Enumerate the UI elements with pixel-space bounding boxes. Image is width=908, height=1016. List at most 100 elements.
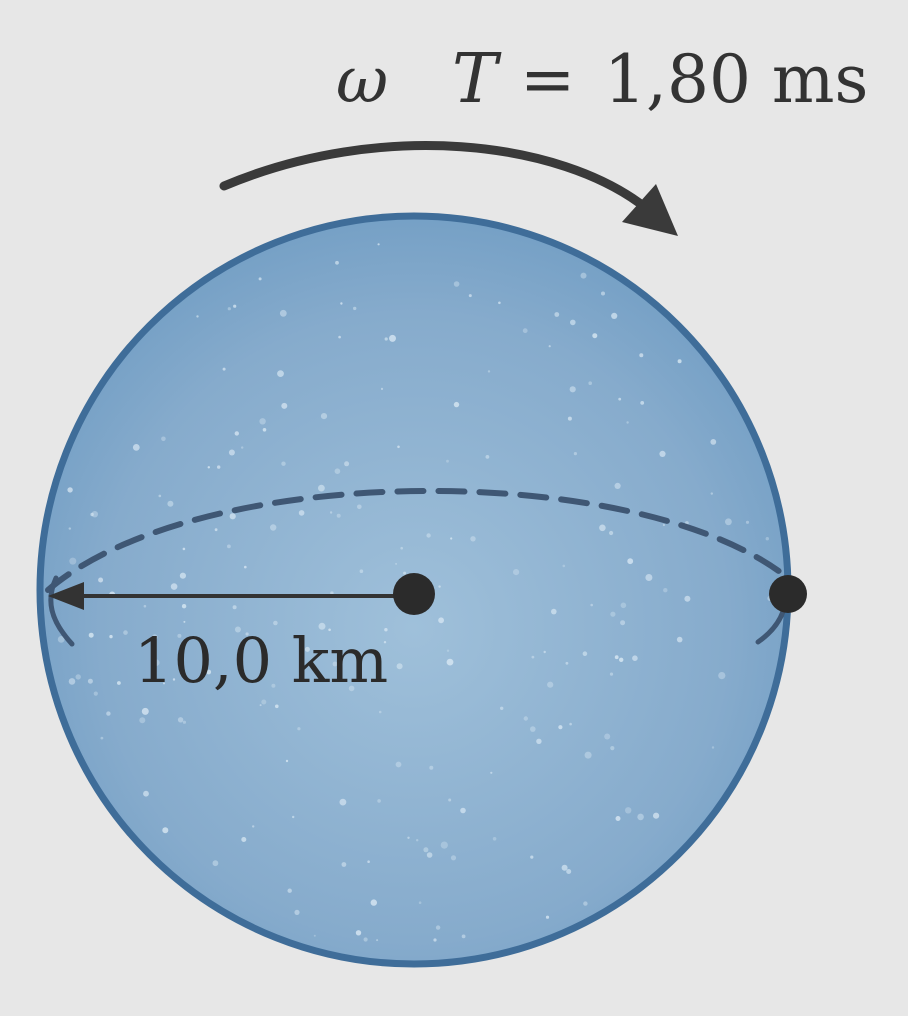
- speckle: [328, 628, 331, 632]
- speckle: [632, 655, 638, 661]
- rotation-arrowhead: [622, 184, 678, 236]
- speckle: [530, 726, 536, 732]
- speckle: [275, 704, 279, 709]
- speckle: [179, 572, 186, 579]
- speckle: [725, 518, 732, 526]
- speckle: [383, 641, 387, 644]
- speckle: [566, 869, 572, 874]
- speckle: [153, 659, 160, 666]
- speckle: [281, 402, 288, 409]
- speckle: [277, 370, 284, 377]
- speckle: [292, 815, 295, 819]
- speckle: [618, 397, 622, 401]
- speckle: [234, 431, 239, 436]
- speckle: [592, 333, 598, 339]
- speckle: [498, 301, 501, 305]
- speckle: [625, 807, 632, 814]
- speckle: [718, 672, 726, 680]
- speckle: [676, 636, 683, 643]
- speckle: [143, 604, 147, 608]
- speckle: [561, 864, 568, 871]
- speckle: [273, 620, 278, 626]
- speckle: [485, 455, 490, 459]
- speckle: [182, 720, 186, 724]
- speckle: [357, 504, 362, 510]
- surface-point-dot: [769, 575, 807, 613]
- speckle: [57, 636, 65, 643]
- speckle: [640, 401, 645, 405]
- speckle: [232, 605, 237, 610]
- speckle: [433, 938, 437, 942]
- speckle: [530, 855, 534, 859]
- speckle: [653, 812, 660, 819]
- speckle: [335, 260, 339, 265]
- speckle: [599, 524, 606, 532]
- speckle: [573, 452, 578, 456]
- speckle: [453, 281, 460, 287]
- speckle: [340, 302, 343, 305]
- speckle: [582, 651, 588, 656]
- speckle: [590, 603, 593, 607]
- speckle: [523, 716, 528, 721]
- speckle: [531, 655, 535, 659]
- speckle: [645, 574, 653, 581]
- speckle: [339, 798, 347, 806]
- speckle: [522, 328, 528, 334]
- speckle: [320, 413, 328, 420]
- speckle: [279, 309, 287, 317]
- speckle: [627, 558, 634, 565]
- speckle: [461, 934, 466, 939]
- speckle: [569, 722, 572, 726]
- speckle: [626, 421, 629, 424]
- speckle: [88, 632, 94, 638]
- speckle: [492, 837, 497, 841]
- speckle: [711, 746, 715, 749]
- speckle: [152, 634, 158, 640]
- speckle: [344, 461, 350, 467]
- speckle: [304, 646, 310, 652]
- speckle: [583, 901, 588, 906]
- speckle: [610, 746, 615, 751]
- speckle: [87, 678, 93, 684]
- speckle: [438, 585, 441, 588]
- speckle: [446, 658, 454, 666]
- speckle: [68, 527, 72, 530]
- speckle: [163, 682, 165, 685]
- speckle: [614, 655, 619, 660]
- left-edge-arc: [48, 575, 75, 647]
- speckle: [227, 307, 231, 311]
- speckle: [132, 444, 140, 451]
- speckle: [609, 672, 614, 676]
- speckle: [663, 588, 668, 593]
- speckle: [426, 533, 431, 538]
- period-symbol: T: [452, 40, 502, 119]
- speckle: [416, 839, 419, 842]
- speckle: [490, 771, 493, 774]
- speckle: [377, 243, 380, 246]
- speckle: [93, 691, 98, 696]
- speckle: [710, 492, 713, 495]
- curved-arrow-right-icon: [219, 141, 651, 213]
- speckle: [487, 370, 491, 373]
- speckle: [389, 334, 396, 342]
- speckle: [162, 827, 169, 834]
- speckle: [370, 899, 377, 906]
- speckle: [367, 860, 370, 863]
- sphere-speckles: [57, 243, 773, 942]
- speckle: [141, 707, 149, 715]
- speckle: [139, 717, 146, 724]
- speckle: [212, 860, 219, 867]
- speckle: [440, 841, 448, 849]
- speckle: [615, 816, 621, 821]
- speckle: [270, 524, 277, 531]
- speckle: [259, 418, 266, 425]
- speckle: [562, 564, 566, 568]
- speckle: [158, 494, 162, 498]
- speckle: [543, 650, 546, 654]
- speckle: [161, 436, 166, 442]
- speckle: [330, 591, 334, 595]
- speckle: [610, 611, 616, 617]
- speckle: [446, 459, 449, 463]
- speckle: [745, 520, 750, 524]
- speckle: [588, 381, 592, 386]
